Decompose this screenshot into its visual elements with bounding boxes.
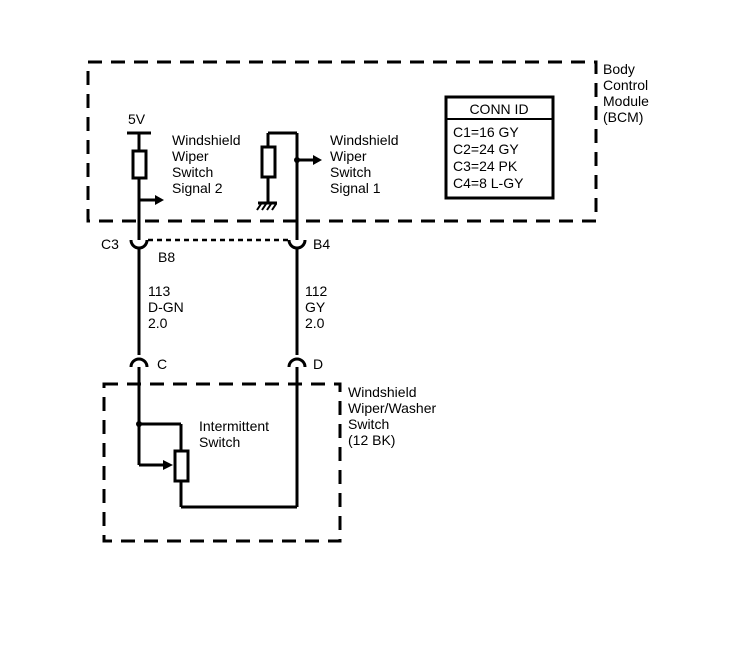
switch-pin-c [129, 357, 149, 368]
wiper-washer-switch-label: Windshield Wiper/Washer Switch (12 BK) [348, 384, 440, 448]
conn-id-row: C4=8 L-GY [453, 175, 524, 191]
conn-id-row: C1=16 GY [453, 124, 519, 140]
wire-113-label: 113 D-GN 2.0 [148, 283, 188, 331]
signal-2-arrow-icon [155, 195, 164, 205]
pin-d-label: D [313, 356, 323, 372]
ground-icon [256, 201, 277, 211]
pullup-resistor [131, 149, 148, 180]
pulldown-resistor [260, 145, 277, 179]
wiper-arrow-icon [163, 460, 173, 470]
pin-b4-label: B4 [313, 236, 330, 252]
bcm-label: Body Control Module (BCM) [603, 61, 653, 125]
pin-b8-label: B8 [158, 249, 175, 265]
connector-c3-label: C3 [101, 236, 119, 252]
signal-1-arrow-icon [313, 155, 322, 165]
intermittent-switch-label: Intermittent Switch [199, 418, 273, 450]
pin-c-label: C [157, 356, 167, 372]
connector-c3-pin-b4 [287, 239, 307, 250]
supply-5v-label: 5V [128, 111, 146, 127]
switch-pin-d [287, 357, 307, 368]
conn-id-header: CONN ID [469, 101, 528, 117]
conn-id-row: C2=24 GY [453, 141, 519, 157]
connector-c3-pin-b8 [129, 239, 149, 250]
bcm-module-box [86, 60, 598, 223]
wire-112-label: 112 GY 2.0 [305, 283, 331, 331]
conn-id-row: C3=24 PK [453, 158, 518, 174]
signal-1-label: Windshield Wiper Switch Signal 1 [330, 132, 402, 196]
conn-id-table: CONN ID C1=16 GY C2=24 GY C3=24 PK C4=8 … [444, 95, 555, 200]
signal-2-label: Windshield Wiper Switch Signal 2 [172, 132, 244, 196]
intermittent-potentiometer [173, 449, 190, 483]
wiper-washer-switch-box [102, 382, 342, 543]
